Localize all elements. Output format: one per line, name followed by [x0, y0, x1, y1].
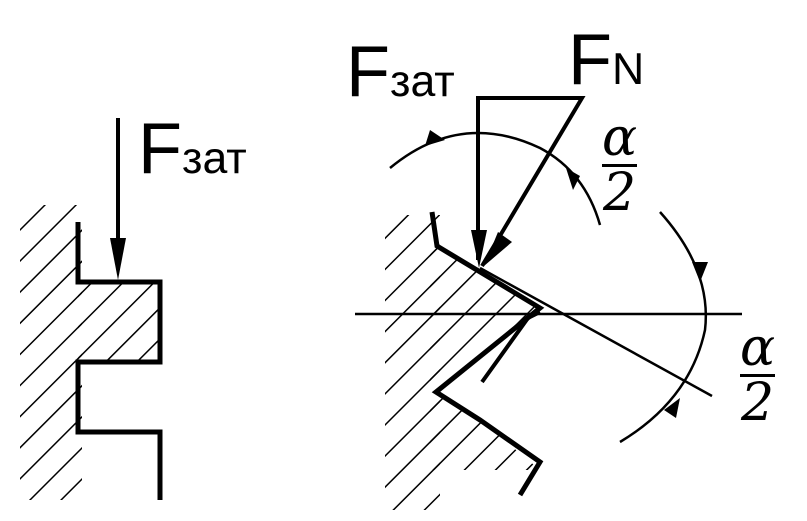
normal-force-arrowhead [484, 232, 512, 266]
left-hatching [20, 205, 82, 500]
normal-force-main: F [568, 20, 612, 100]
triangular-thread-profile [429, 211, 545, 497]
upper-angle-denominator: 2 [603, 163, 637, 223]
vertical-force-arrowhead [471, 230, 487, 268]
flank-normal-line [479, 266, 713, 398]
upper-angle-label: α 2 [602, 108, 638, 223]
left-force-arrowhead [110, 238, 126, 280]
lower-arc-arrowhead-top [692, 262, 708, 282]
right-force-label: Fзат [346, 36, 455, 108]
upper-angle-fraction-bar [602, 164, 638, 167]
lower-angle-arc [619, 211, 708, 444]
upper-angle-numerator: α [602, 108, 638, 168]
upper-arc-arrowhead-right [566, 168, 580, 190]
normal-force-subscript: N [611, 45, 645, 94]
rectangular-thread [20, 118, 163, 500]
triangular-tooth [430, 246, 540, 470]
rectangular-thread-profile [75, 222, 163, 500]
left-force-label: Fзат [138, 113, 247, 185]
lower-arc-arrowhead-bottom [664, 398, 680, 418]
right-force-subscript: зат [389, 57, 455, 106]
normal-force-label: FN [568, 24, 644, 96]
upper-angle-arc [389, 131, 602, 226]
rectangular-tooth [78, 282, 160, 362]
left-force-subscript: зат [181, 134, 247, 183]
upper-arc-arrowhead-left [425, 130, 445, 146]
right-force-main: F [346, 32, 390, 112]
triangular-thread [355, 96, 742, 510]
left-force-main: F [138, 109, 182, 189]
lower-angle-fraction-bar [740, 374, 776, 377]
lower-angle-label: α 2 [740, 318, 776, 433]
lower-angle-denominator: 2 [741, 373, 775, 433]
lower-angle-numerator: α [740, 318, 776, 378]
force-triangle [476, 96, 586, 268]
